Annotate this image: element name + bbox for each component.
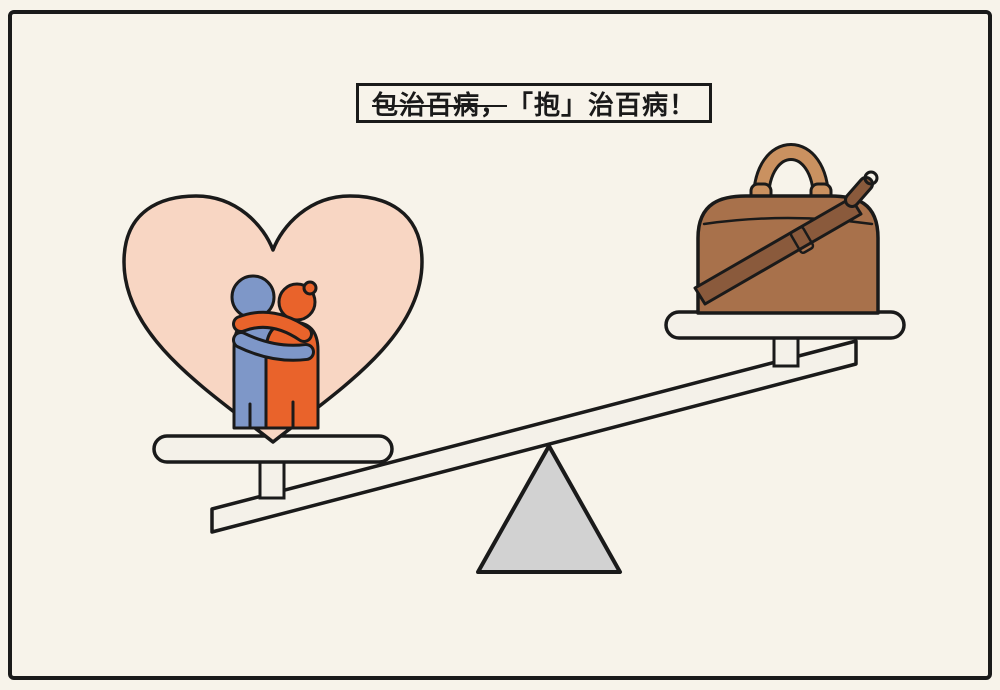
caption-struck-text: 包治百病， bbox=[371, 89, 507, 120]
orange-arm bbox=[235, 313, 310, 340]
strap-buckle bbox=[789, 225, 815, 255]
strap-ring bbox=[863, 170, 879, 186]
caption-box: 包治百病，「抱」治百病！ bbox=[356, 83, 712, 123]
fulcrum-triangle bbox=[476, 444, 622, 574]
handbag bbox=[693, 143, 880, 315]
left-post bbox=[258, 456, 286, 500]
bag-handle bbox=[755, 146, 827, 206]
frame-border bbox=[8, 10, 992, 680]
bag-zipper-seam bbox=[702, 216, 874, 226]
seesaw-plank bbox=[210, 339, 858, 534]
strap-end bbox=[847, 179, 871, 205]
blue-arm bbox=[235, 334, 312, 359]
hugging-couple bbox=[230, 274, 320, 430]
orange-person-hair bbox=[302, 280, 318, 296]
strap-buckle-frame bbox=[789, 225, 815, 255]
right-platform bbox=[664, 310, 906, 340]
caption-rest-text: 「抱」治百病！ bbox=[507, 89, 697, 120]
